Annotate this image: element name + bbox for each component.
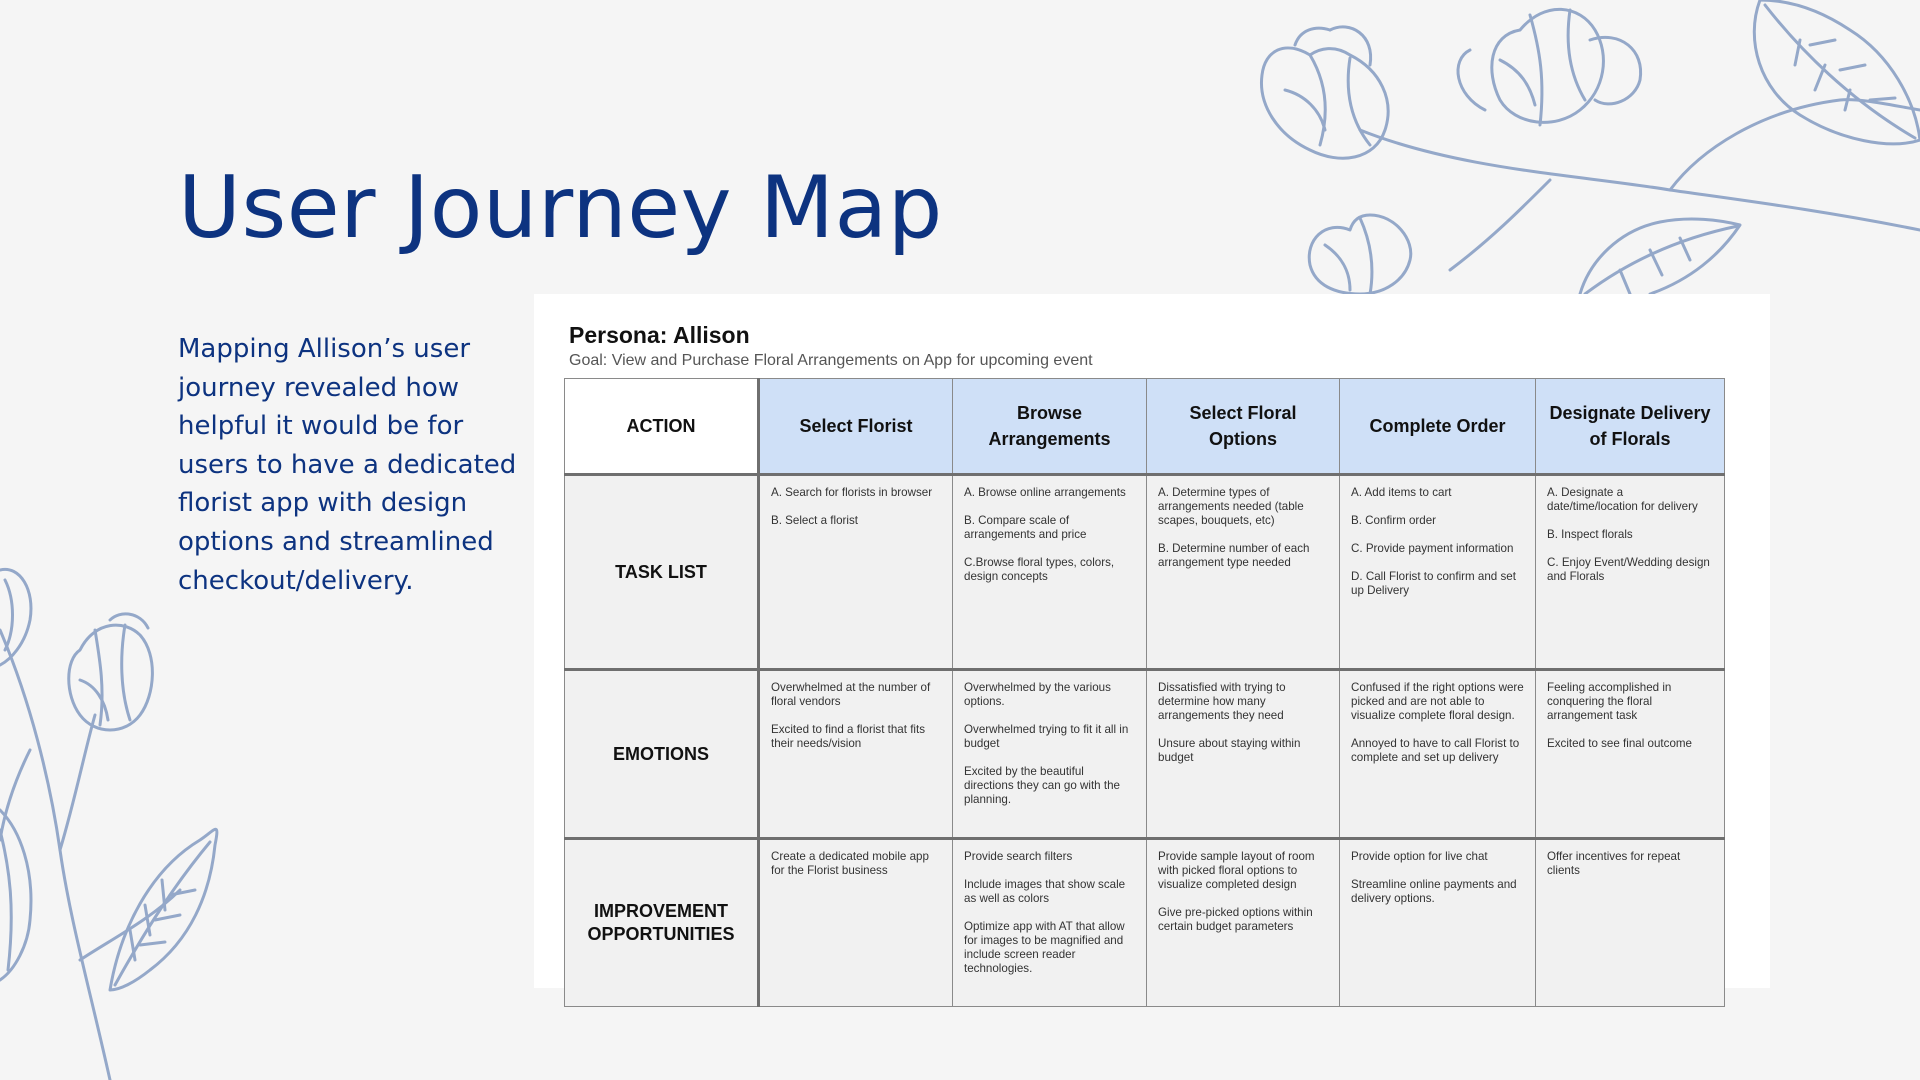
journey-map-card: Persona: Allison Goal: View and Purchase… [534,294,1770,1007]
cell-item: D. Call Florist to confirm and set up De… [1351,570,1516,597]
journey-description: Mapping Allison’s user journey revealed … [178,334,517,596]
table-header-row: ACTION Select Florist Browse Arrangement… [564,378,1725,476]
cell-item: Provide option for live chat [1351,850,1488,863]
table-cell: Provide sample layout of room with picke… [1146,838,1340,1007]
cell-item: B. Inspect florals [1547,528,1633,541]
cell-item: Overwhelmed trying to fit it all in budg… [964,723,1129,750]
cell-item: B. Determine number of each arrangement … [1158,542,1310,569]
cell-item: Dissatisfied with trying to determine ho… [1158,681,1286,722]
cell-item: B. Confirm order [1351,514,1437,527]
cell-item: Excited to find a florist that fits thei… [771,723,926,750]
action-header: ACTION [564,378,760,476]
cell-item: Overwhelmed at the number of floral vend… [771,681,931,708]
journey-map-table: ACTION Select Florist Browse Arrangement… [564,378,1725,1007]
cell-item: A. Add items to cart [1351,486,1452,499]
table-row-emotions: EMOTIONS Overwhelmed at the number of fl… [564,669,1725,840]
table-cell: Overwhelmed at the number of floral vend… [758,669,953,840]
floral-decoration-bottom-left-icon [0,567,219,1080]
table-cell: A. Browse online arrangements B. Compare… [952,474,1147,671]
persona-goal: Goal: View and Purchase Floral Arrangeme… [569,352,1093,369]
table-cell: Offer incentives for repeat clients [1535,838,1725,1007]
table-cell: A. Determine types of arrangements neede… [1146,474,1340,671]
table-cell: Provide search filters Include images th… [952,838,1147,1007]
cell-item: C. Provide payment information [1351,542,1514,555]
column-header-select-floral-options: Select Floral Options [1146,378,1340,476]
table-cell: Feeling accomplished in conquering the f… [1535,669,1725,840]
table-cell: Provide option for live chat Streamline … [1339,838,1536,1007]
cell-item: Unsure about staying within budget [1158,737,1301,764]
table-cell: A. Add items to cart B. Confirm order C.… [1339,474,1536,671]
cell-item: Optimize app with AT that allow for imag… [964,920,1125,975]
persona-name: Persona: Allison [569,322,750,348]
column-header-browse-arrangements: Browse Arrangements [952,378,1147,476]
table-cell: Confused if the right options were picke… [1339,669,1536,840]
table-cell: A. Designate a date/time/location for de… [1535,474,1725,671]
cell-item: Give pre-picked options within certain b… [1158,906,1313,933]
row-header-emotions: EMOTIONS [564,669,760,840]
column-header-select-florist: Select Florist [758,378,953,476]
cell-item: Streamline online payments and delivery … [1351,878,1517,905]
cell-item: Overwhelmed by the various options. [964,681,1111,708]
cell-item: Provide sample layout of room with picke… [1158,850,1315,891]
cell-item: Confused if the right options were picke… [1351,681,1524,722]
cell-item: A. Browse online arrangements [964,486,1126,499]
cell-item: Annoyed to have to call Florist to compl… [1351,737,1520,764]
table-cell: A. Search for florists in browser B. Sel… [758,474,953,671]
cell-item: Excited by the beautiful directions they… [964,765,1120,806]
cell-item: C. Enjoy Event/Wedding design and Floral… [1547,556,1710,583]
cell-item: A. Designate a date/time/location for de… [1547,486,1698,513]
table-cell: Dissatisfied with trying to determine ho… [1146,669,1340,840]
cell-item: B. Select a florist [771,514,858,527]
cell-item: C.Browse floral types, colors, design co… [964,556,1115,583]
cell-item: Offer incentives for repeat clients [1547,850,1681,877]
cell-item: Include images that show scale as well a… [964,878,1126,905]
row-header-improvement-opportunities: IMPROVEMENT OPPORTUNITIES [564,838,760,1007]
cell-item: Create a dedicated mobile app for the Fl… [771,850,929,877]
cell-item: B. Compare scale of arrangements and pri… [964,514,1087,541]
cell-item: Excited to see final outcome [1547,737,1693,750]
cell-item: A. Determine types of arrangements neede… [1158,486,1304,527]
cell-item: A. Search for florists in browser [771,486,933,499]
column-header-complete-order: Complete Order [1339,378,1536,476]
table-row-improvement-opportunities: IMPROVEMENT OPPORTUNITIES Create a dedic… [564,838,1725,1007]
page-title: User Journey Map [178,158,943,258]
cell-item: Feeling accomplished in conquering the f… [1547,681,1672,722]
table-row-task-list: TASK LIST A. Search for florists in brow… [564,474,1725,671]
column-header-designate-delivery: Designate Delivery of Florals [1535,378,1725,476]
row-header-task-list: TASK LIST [564,474,760,671]
cell-item: Provide search filters [964,850,1073,863]
table-cell: Create a dedicated mobile app for the Fl… [758,838,953,1007]
table-cell: Overwhelmed by the various options. Over… [952,669,1147,840]
floral-decoration-top-right-icon [1259,0,1920,294]
